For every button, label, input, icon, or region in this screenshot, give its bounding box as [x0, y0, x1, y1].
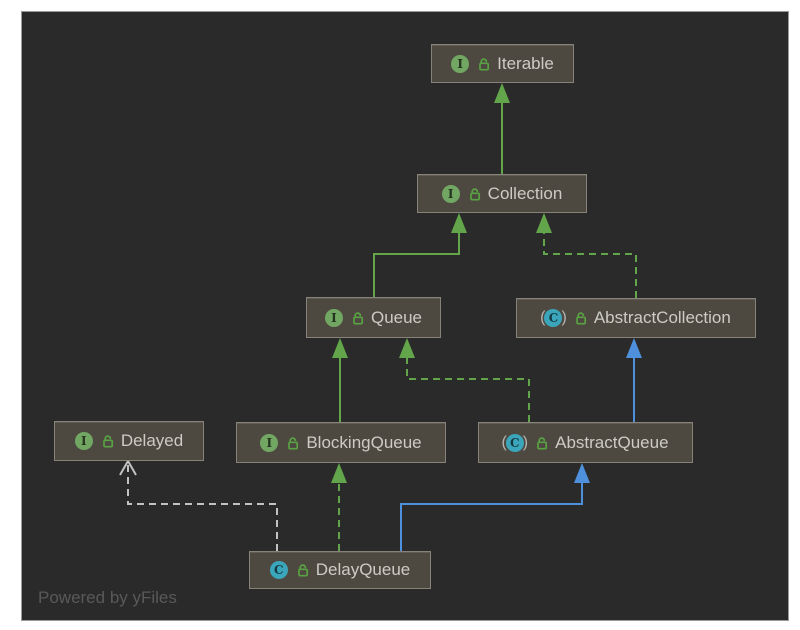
interface-icon: I: [324, 308, 343, 327]
unlocked-padlock-icon: [100, 434, 114, 448]
edge-AbstractQueue-implements-Queue: [406, 358, 530, 422]
edge-DelayQueue-implements-Delayed: [127, 464, 278, 551]
node-label: Queue: [370, 307, 423, 327]
unlocked-padlock-icon: [467, 187, 481, 201]
node-label: Collection: [487, 183, 563, 203]
node-iterable[interactable]: I Iterable: [431, 44, 574, 83]
unlocked-padlock-icon: [350, 311, 364, 325]
node-label: BlockingQueue: [306, 432, 422, 452]
node-delayed[interactable]: I Delayed: [54, 421, 204, 461]
unlocked-padlock-icon: [573, 311, 587, 325]
unlocked-padlock-icon: [534, 436, 548, 450]
arrowhead-extends-Collection: [451, 213, 467, 233]
edge-AbstractCollection-implements-Collection: [543, 233, 637, 298]
interface-icon: I: [441, 184, 460, 203]
arrowhead-implements-Delayed: [119, 458, 137, 476]
node-collection[interactable]: I Collection: [417, 174, 587, 213]
node-abstract-collection[interactable]: (C) AbstractCollection: [516, 298, 756, 338]
edge-DelayQueue-extends-AbstractQueue: [400, 483, 583, 551]
class-icon: C: [269, 561, 288, 579]
node-delay-queue[interactable]: C DelayQueue: [249, 551, 431, 589]
node-label: AbstractQueue: [555, 432, 669, 452]
arrowhead-implements-BlockingQueue: [331, 463, 347, 483]
unlocked-padlock-icon: [295, 563, 309, 577]
arrowhead-implements-Queue: [399, 338, 415, 358]
node-blocking-queue[interactable]: I BlockingQueue: [236, 422, 446, 463]
interface-icon: I: [451, 54, 470, 73]
node-abstract-queue[interactable]: (C) AbstractQueue: [478, 422, 693, 463]
interface-icon: I: [74, 432, 93, 450]
node-label: Delayed: [120, 431, 184, 450]
arrowhead-extends-Iterable: [494, 83, 510, 103]
node-label: Iterable: [497, 53, 554, 73]
edges-layer: [119, 83, 642, 551]
unlocked-padlock-icon: [476, 57, 490, 71]
abstract-class-icon: (C): [540, 309, 567, 327]
interface-icon: I: [260, 433, 279, 452]
node-label: AbstractCollection: [593, 308, 731, 327]
arrowhead-extends-Queue: [332, 338, 348, 358]
arrowhead-implements-Collection: [536, 213, 552, 233]
edge-Queue-extends-Collection: [373, 233, 460, 297]
arrowhead-extends-AbstractCollection: [626, 338, 642, 358]
unlocked-padlock-icon: [285, 436, 299, 450]
arrowhead-extends-AbstractQueue: [574, 463, 590, 483]
abstract-class-icon: (C): [501, 433, 529, 452]
node-queue[interactable]: I Queue: [306, 297, 441, 338]
node-label: DelayQueue: [315, 560, 411, 579]
yfiles-watermark: Powered by yFiles: [38, 588, 177, 607]
